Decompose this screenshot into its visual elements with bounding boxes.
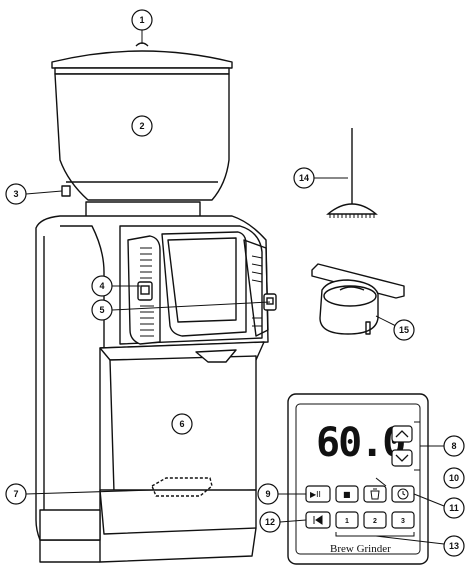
grinder-body bbox=[35, 42, 269, 563]
brand-label: Brew Grinder bbox=[330, 543, 391, 555]
callout-14: 14 bbox=[293, 167, 315, 189]
adjust-knobs bbox=[137, 281, 277, 311]
svg-text:■: ■ bbox=[343, 490, 351, 499]
preset-bracket bbox=[335, 532, 415, 537]
svg-text:13: 13 bbox=[449, 541, 459, 551]
callout-11: 11 bbox=[443, 497, 465, 519]
svg-text:12: 12 bbox=[265, 517, 275, 527]
callout-7: 7 bbox=[5, 483, 27, 505]
time-down-button[interactable] bbox=[391, 449, 413, 467]
callout-8: 8 bbox=[443, 435, 465, 457]
time-up-button[interactable] bbox=[391, 425, 413, 443]
svg-text:▶II: ▶II bbox=[310, 490, 321, 499]
bin-handle bbox=[195, 349, 237, 363]
svg-text:5: 5 bbox=[99, 305, 104, 315]
svg-text:6: 6 bbox=[179, 419, 184, 429]
svg-text:7: 7 bbox=[13, 489, 18, 499]
chevron-up-icon bbox=[395, 430, 409, 438]
scale-ticks bbox=[140, 247, 263, 337]
portafilter-cradle bbox=[311, 263, 405, 335]
svg-text:9: 9 bbox=[265, 489, 270, 499]
start-pause-button[interactable]: ▶II bbox=[305, 485, 331, 503]
svg-text:1: 1 bbox=[345, 518, 349, 525]
svg-text:14: 14 bbox=[299, 173, 309, 183]
svg-text:3: 3 bbox=[401, 518, 405, 525]
display-value: 60.0 bbox=[316, 420, 404, 466]
bean-hopper bbox=[54, 73, 230, 201]
bean-hopper-lid bbox=[51, 50, 233, 69]
timer-button[interactable] bbox=[391, 485, 415, 503]
cup-timer-icon bbox=[370, 488, 380, 500]
control-screen bbox=[161, 231, 247, 337]
svg-text:3: 3 bbox=[13, 189, 18, 199]
callout-13: 13 bbox=[443, 535, 465, 557]
chamber-plate bbox=[151, 477, 213, 497]
svg-text:11: 11 bbox=[449, 503, 459, 513]
callout-4: 4 bbox=[91, 275, 113, 297]
svg-text:2: 2 bbox=[373, 518, 377, 525]
grinder-base bbox=[39, 509, 101, 541]
callout-6: 6 bbox=[171, 413, 193, 435]
hopper-lock-tab bbox=[61, 185, 71, 197]
callout-5: 5 bbox=[91, 299, 113, 321]
skip-back-icon bbox=[313, 515, 323, 525]
svg-text:1: 1 bbox=[139, 15, 144, 25]
preset-3-button[interactable]: 3 bbox=[391, 511, 415, 529]
cleaning-brush bbox=[326, 128, 378, 218]
svg-text:4: 4 bbox=[99, 281, 104, 291]
svg-text:2: 2 bbox=[139, 121, 144, 131]
callout-9: 9 bbox=[257, 483, 279, 505]
leader-lines bbox=[25, 30, 445, 545]
callout-3: 3 bbox=[5, 183, 27, 205]
macro-adjust-knob bbox=[137, 281, 153, 301]
clock-icon bbox=[397, 488, 409, 500]
svg-text:10: 10 bbox=[449, 473, 459, 483]
callout-markers: 1 2 3 4 5 6 7 8 bbox=[5, 9, 465, 557]
callout-15: 15 bbox=[393, 319, 415, 341]
preset-1-button[interactable]: 1 bbox=[335, 511, 359, 529]
callout-1: 1 bbox=[131, 9, 153, 31]
svg-text:15: 15 bbox=[399, 325, 409, 335]
back-button[interactable] bbox=[305, 511, 331, 529]
callout-2: 2 bbox=[131, 115, 153, 137]
chevron-down-icon bbox=[395, 454, 409, 462]
callout-10: 10 bbox=[443, 467, 465, 489]
cup-button[interactable] bbox=[363, 485, 387, 503]
callout-12: 12 bbox=[259, 511, 281, 533]
control-panel-inset: 60.0 Brew Grinder ▶II ■ bbox=[287, 393, 429, 565]
svg-text:8: 8 bbox=[451, 441, 456, 451]
preset-2-button[interactable]: 2 bbox=[363, 511, 387, 529]
stop-button[interactable]: ■ bbox=[335, 485, 359, 503]
